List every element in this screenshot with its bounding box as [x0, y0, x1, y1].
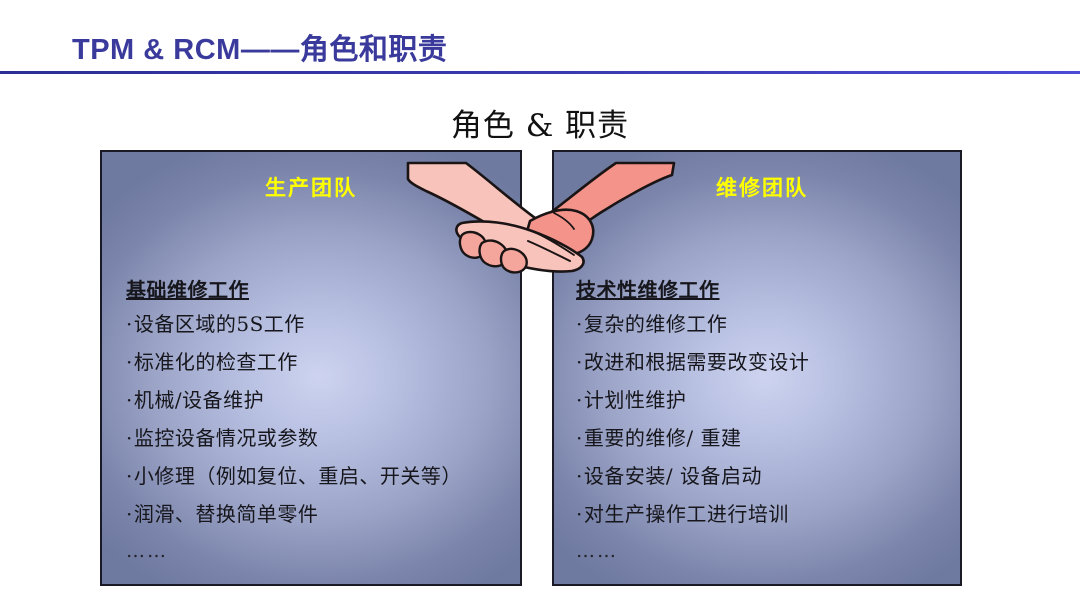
maintenance-body-heading: 技术性维修工作	[576, 278, 720, 302]
maintenance-list-ellipsis: ……	[576, 540, 618, 562]
list-item: ·标准化的检查工作	[126, 352, 510, 372]
list-item-label: 机械/设备维护	[133, 388, 265, 412]
list-item-label: 对生产操作工进行培训	[583, 502, 789, 526]
list-item: ·重要的维修/ 重建	[576, 428, 950, 448]
list-item-label: 设备安装/ 设备启动	[583, 464, 762, 488]
bullet-dot-icon: ·	[126, 350, 133, 374]
maintenance-bullet-list: ·复杂的维修工作 ·改进和根据需要改变设计 ·计划性维护 ·重要的维修/ 重建 …	[576, 314, 950, 561]
list-item-label: 小修理（例如复位、重启、开关等）	[133, 464, 462, 488]
list-item-label: 改进和根据需要改变设计	[583, 350, 810, 374]
list-item-label: 复杂的维修工作	[583, 312, 728, 336]
list-item-label: 润滑、替换简单零件	[133, 502, 319, 526]
title-divider	[0, 71, 1080, 74]
list-item: ·设备区域的5S工作	[126, 314, 510, 334]
bullet-dot-icon: ·	[576, 426, 583, 450]
bullet-dot-icon: ·	[126, 464, 133, 488]
bullet-dot-icon: ·	[576, 350, 583, 374]
list-item: ·润滑、替换简单零件	[126, 504, 510, 524]
list-item-label: 设备区域的5S工作	[133, 312, 305, 336]
list-item: ·监控设备情况或参数	[126, 428, 510, 448]
section-heading: 角色 & 职责	[450, 108, 630, 144]
panel-production-body: 基础维修工作 ·设备区域的5S工作 ·标准化的检查工作 ·机械/设备维护 ·监控…	[126, 274, 510, 579]
page-title: TPM & RCM——角色和职责	[72, 34, 448, 66]
list-item: ·复杂的维修工作	[576, 314, 950, 334]
bullet-dot-icon: ·	[126, 502, 133, 526]
production-body-heading: 基础维修工作	[126, 278, 249, 302]
panel-maintenance-body: 技术性维修工作 ·复杂的维修工作 ·改进和根据需要改变设计 ·计划性维护 ·重要…	[576, 274, 950, 579]
list-item: ·小修理（例如复位、重启、开关等）	[126, 466, 510, 486]
list-item-label: 监控设备情况或参数	[133, 426, 319, 450]
bullet-dot-icon: ·	[576, 502, 583, 526]
list-item: ·改进和根据需要改变设计	[576, 352, 950, 372]
bullet-dot-icon: ·	[126, 312, 133, 336]
list-item-label: 重要的维修/ 重建	[583, 426, 742, 450]
list-item: ·计划性维护	[576, 390, 950, 410]
panel-production-title: 生产团队	[265, 177, 357, 200]
list-item: ·设备安装/ 设备启动	[576, 466, 950, 486]
list-item: ·机械/设备维护	[126, 390, 510, 410]
panel-maintenance-team: 维修团队 技术性维修工作 ·复杂的维修工作 ·改进和根据需要改变设计 ·计划性维…	[552, 150, 962, 586]
bullet-dot-icon: ·	[576, 312, 583, 336]
list-item-label: 计划性维护	[583, 388, 687, 412]
bullet-dot-icon: ·	[126, 388, 133, 412]
bullet-dot-icon: ·	[126, 426, 133, 450]
list-item: ·对生产操作工进行培训	[576, 504, 950, 524]
panel-maintenance-title: 维修团队	[716, 177, 808, 200]
list-item-label: 标准化的检查工作	[133, 350, 298, 374]
production-list-ellipsis: ……	[126, 540, 168, 562]
panel-production-team: 生产团队 基础维修工作 ·设备区域的5S工作 ·标准化的检查工作 ·机械/设备维…	[100, 150, 522, 586]
bullet-dot-icon: ·	[576, 388, 583, 412]
production-bullet-list: ·设备区域的5S工作 ·标准化的检查工作 ·机械/设备维护 ·监控设备情况或参数…	[126, 314, 510, 561]
bullet-dot-icon: ·	[576, 464, 583, 488]
